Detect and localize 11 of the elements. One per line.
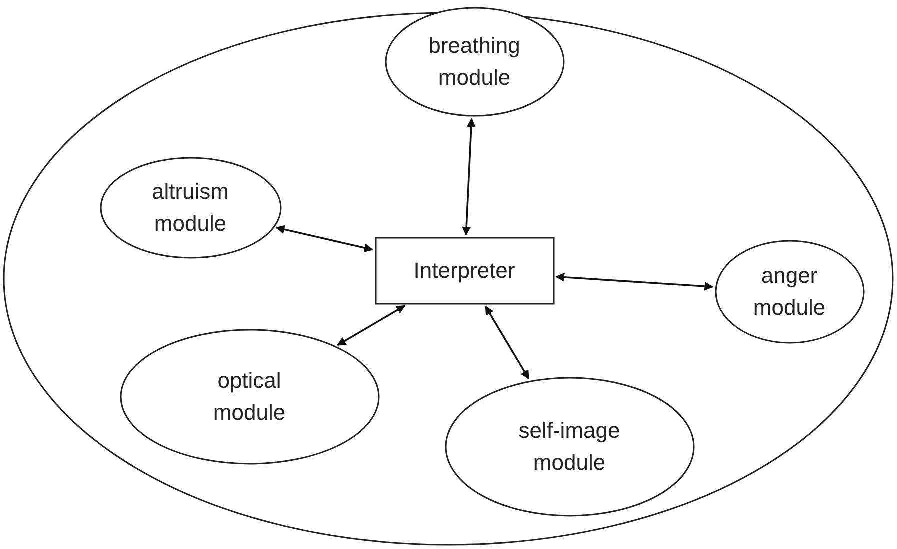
double-arrow xyxy=(485,306,530,380)
double-arrow xyxy=(276,225,374,252)
double-arrow xyxy=(462,118,476,236)
double-arrow xyxy=(337,305,406,346)
module-label: breathing module xyxy=(428,32,522,92)
double-arrow xyxy=(556,272,714,291)
module-label: altruism module xyxy=(150,178,230,238)
interpreter-label: Interpreter xyxy=(414,257,516,286)
module-label: optical module xyxy=(212,367,287,427)
module-label: self-image module xyxy=(518,417,622,477)
module-label: anger module xyxy=(752,262,827,322)
